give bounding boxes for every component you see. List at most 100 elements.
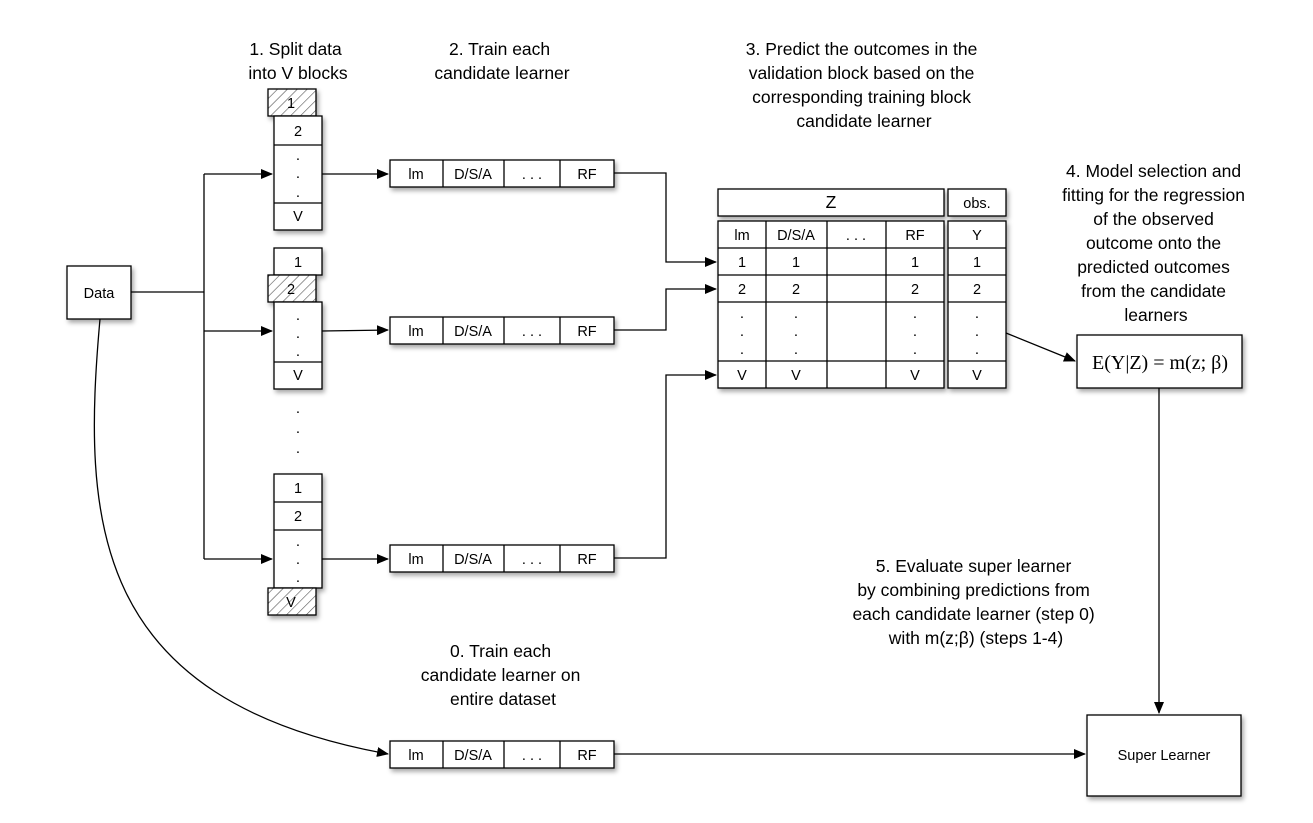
ellipsis-dot: . xyxy=(296,343,300,360)
fold-label: 2 xyxy=(294,124,302,140)
ellipsis-dot: . xyxy=(913,341,917,358)
formula-label: E(Y|Z) = m(z; β) xyxy=(1092,352,1228,374)
z-cell: V xyxy=(910,368,920,384)
learner-rf: RF xyxy=(577,167,596,183)
ellipsis-dot: . xyxy=(740,305,744,322)
obs-cell: 2 xyxy=(973,282,981,298)
learner-ellipsis: . . . xyxy=(522,748,542,764)
fold-stack-1: 1 2 . . . V xyxy=(267,88,323,231)
ellipsis-dot: . xyxy=(296,165,300,182)
arrow-learnersv-table xyxy=(614,370,717,559)
ellipsis-dot: . xyxy=(794,305,798,322)
obs-col-header: Y xyxy=(972,228,982,244)
step2-caption: 2. Train each candidate learner xyxy=(434,39,569,83)
fold-label: 1 xyxy=(294,481,302,497)
z-cell: 1 xyxy=(911,255,919,271)
z-col-header: . . . xyxy=(846,228,866,244)
ellipsis-dot: . xyxy=(296,569,300,586)
learner-rf: RF xyxy=(577,552,596,568)
ellipsis-dot: . xyxy=(975,305,979,322)
learner-dsa: D/S/A xyxy=(454,748,492,764)
ellipsis-dot: . xyxy=(794,341,798,358)
validation-block xyxy=(267,274,317,303)
arrow-data-full-learners xyxy=(93,318,389,757)
ellipsis-dot: . xyxy=(296,325,300,342)
z-col-header: RF xyxy=(905,228,924,244)
learner-lm: lm xyxy=(408,167,423,183)
step5-caption: 5. Evaluate super learner by combining p… xyxy=(852,556,1099,648)
step3-caption: 3. Predict the outcomes in the validatio… xyxy=(746,39,982,131)
arrow-table-formula xyxy=(1005,332,1076,362)
z-table: Z lm D/S/A . . . RF 1 1 1 2 2 2 . . . . … xyxy=(717,188,945,389)
data-label: Data xyxy=(84,286,116,302)
ellipsis-dot: . xyxy=(296,184,300,201)
step4-caption: 4. Model selection and fitting for the r… xyxy=(1062,161,1250,325)
ellipsis-dot: . xyxy=(296,147,300,164)
z-col-header: lm xyxy=(734,228,749,244)
ellipsis-dot: . xyxy=(296,533,300,550)
learner-lm: lm xyxy=(408,552,423,568)
learner-lm: lm xyxy=(408,324,423,340)
learner-row-fold-v: lm D/S/A . . . RF xyxy=(389,544,615,573)
z-cell: 1 xyxy=(792,255,800,271)
learner-row-full-data: lm D/S/A . . . RF xyxy=(389,740,615,769)
z-cell: 2 xyxy=(911,282,919,298)
learner-dsa: D/S/A xyxy=(454,552,492,568)
step0-caption: 0. Train each candidate learner on entir… xyxy=(421,641,585,709)
z-cell: V xyxy=(791,368,801,384)
learner-dsa: D/S/A xyxy=(454,167,492,183)
learner-rf: RF xyxy=(577,748,596,764)
super-learner-node: Super Learner xyxy=(1086,714,1242,797)
fold-label: V xyxy=(293,368,303,384)
formula-node: E(Y|Z) = m(z; β) xyxy=(1076,334,1243,389)
fold-label: 2 xyxy=(287,282,295,298)
z-cell: 2 xyxy=(792,282,800,298)
learner-ellipsis: . . . xyxy=(522,552,542,568)
step1-caption: 1. Split data into V blocks xyxy=(248,39,347,83)
obs-cell: 1 xyxy=(973,255,981,271)
learner-rf: RF xyxy=(577,324,596,340)
z-col-header: D/S/A xyxy=(777,228,815,244)
obs-table: obs. Y 1 2 . . . V xyxy=(947,188,1007,389)
ellipsis-dot: . xyxy=(740,341,744,358)
obs-header-label: obs. xyxy=(963,196,990,212)
fold-label: 1 xyxy=(287,96,295,112)
learner-dsa: D/S/A xyxy=(454,324,492,340)
ellipsis-dot: . xyxy=(296,400,300,417)
fold-label: 2 xyxy=(294,509,302,525)
ellipsis-dot: . xyxy=(794,323,798,340)
obs-cell: V xyxy=(972,368,982,384)
ellipsis-dot: . xyxy=(913,323,917,340)
arrow-learners1-table xyxy=(614,172,717,267)
ellipsis-dot: . xyxy=(740,323,744,340)
super-learner-label: Super Learner xyxy=(1118,748,1211,764)
data-node: Data xyxy=(66,265,132,320)
learner-ellipsis: . . . xyxy=(522,167,542,183)
ellipsis-dot: . xyxy=(296,440,300,457)
z-cell: V xyxy=(737,368,747,384)
ellipsis-dot: . xyxy=(296,420,300,437)
ellipsis-dot: . xyxy=(296,551,300,568)
fold-label: V xyxy=(286,595,296,611)
z-header-label: Z xyxy=(826,192,837,212)
ellipsis-dot: . xyxy=(975,323,979,340)
learner-ellipsis: . . . xyxy=(522,324,542,340)
learner-row-fold-1: lm D/S/A . . . RF xyxy=(389,159,615,188)
validation-block xyxy=(267,587,317,616)
z-cell: 1 xyxy=(738,255,746,271)
obs-header xyxy=(947,188,1007,217)
fold-stack-2: 1 2 . . . V xyxy=(267,247,323,390)
ellipsis-dot: . xyxy=(913,305,917,322)
arrow-fold2-learners xyxy=(321,325,389,336)
fold-label: 1 xyxy=(294,255,302,271)
ellipsis-dot: . xyxy=(296,307,300,324)
ellipsis-dot: . xyxy=(975,341,979,358)
z-header xyxy=(717,188,945,217)
arrow-learners2-table xyxy=(614,284,717,331)
fold-stack-v: 1 2 . . . V xyxy=(267,473,323,616)
z-cell: 2 xyxy=(738,282,746,298)
fold-label: V xyxy=(293,209,303,225)
learner-row-fold-2: lm D/S/A . . . RF xyxy=(389,316,615,345)
learner-lm: lm xyxy=(408,748,423,764)
